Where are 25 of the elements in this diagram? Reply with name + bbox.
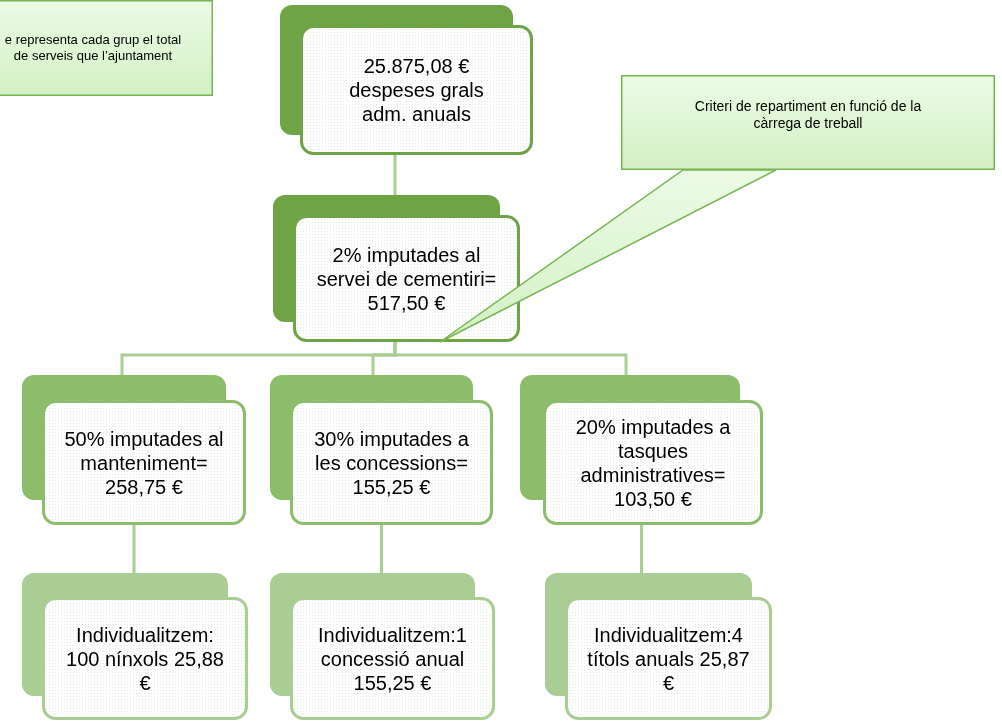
org-chart-box <box>273 195 520 342</box>
org-chart-box <box>520 375 763 525</box>
callout-box <box>621 75 995 170</box>
connector-line <box>380 525 383 573</box>
box-text: 25.875,08 € despeses grals adm. anuals <box>348 54 485 126</box>
org-chart-box <box>22 375 246 525</box>
org-chart-box <box>270 573 495 720</box>
callout-text: Criteri de repartiment en funció de la càrrega de treball <box>693 98 923 132</box>
connector-line <box>640 525 643 573</box>
callout-box <box>0 0 213 96</box>
org-chart-box <box>545 573 772 720</box>
org-chart-box <box>270 375 493 525</box>
box-text: 2% imputades al servei de cementiri= 517,50 € <box>315 242 498 315</box>
org-chart-box <box>280 5 533 155</box>
box-text: 30% imputades a les concessions= 155,25 € <box>313 426 470 499</box>
box-text: Individualitzem: 100 nínxols 25,88 € <box>65 622 225 695</box>
callout-text: e representa cada grup el total de serveis que l’ajuntament <box>3 32 183 64</box>
connector-line <box>393 155 397 195</box>
box-text: 50% imputades al manteniment= 258,75 € <box>63 426 225 499</box>
org-chart-box <box>22 573 248 720</box>
box-text: 20% imputades a tasques administratives= 103,50 € <box>574 414 732 511</box>
box-text: Individualitzem:1 concessió anual 155,25 € <box>317 622 468 695</box>
connector-line <box>132 525 136 573</box>
box-text: Individualitzem:4 títols anuals 25,87 € <box>586 622 751 695</box>
connector-line <box>393 342 628 375</box>
